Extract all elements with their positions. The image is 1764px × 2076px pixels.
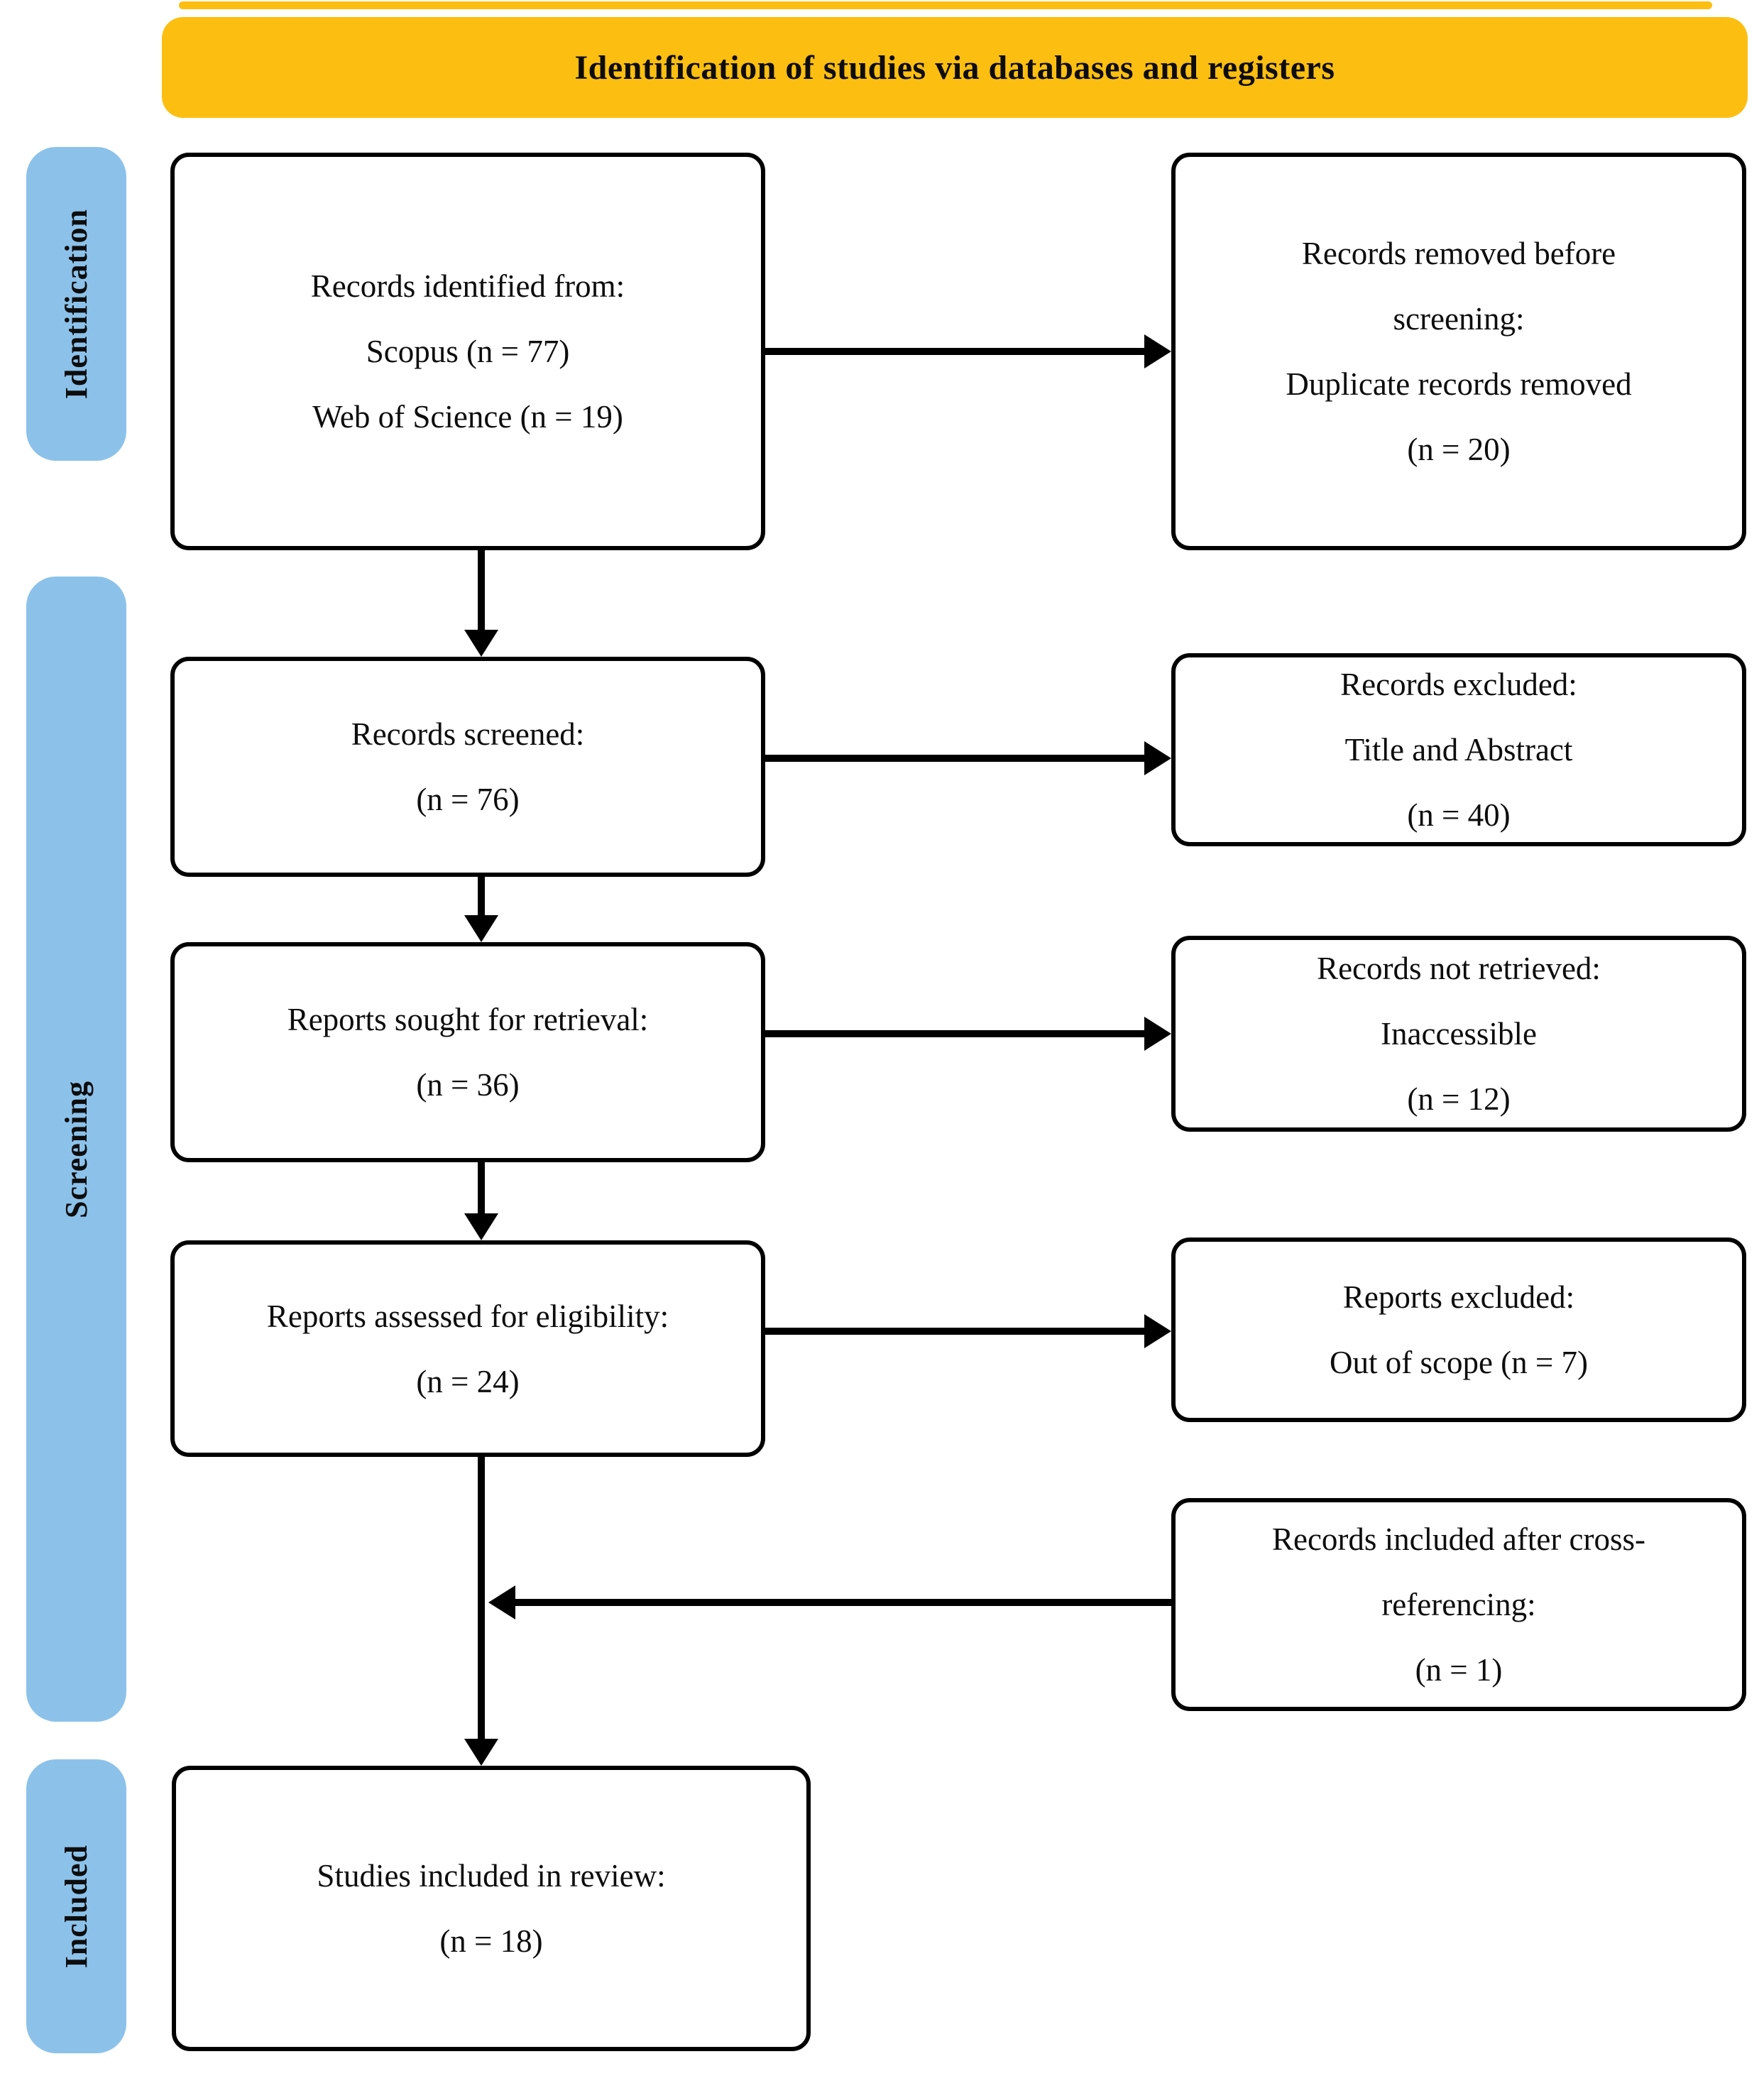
- arrow-left-icon: [488, 1585, 515, 1619]
- box-records-screened-line: (n = 76): [416, 782, 520, 817]
- arrow-right-icon: [1144, 1017, 1171, 1051]
- box-records-excluded-line: Title and Abstract: [1344, 732, 1573, 767]
- box-records-removed-line: Records removed before: [1301, 236, 1616, 271]
- arrow-shaft: [765, 1030, 1146, 1037]
- arrow-down-icon: [464, 630, 498, 657]
- box-records-not-retrieved-line: Records not retrieved:: [1317, 951, 1601, 986]
- stage-screening: Screening: [26, 577, 126, 1722]
- box-records-identified-line: Web of Science (n = 19): [312, 399, 623, 435]
- box-records-not-retrieved-line: (n = 12): [1407, 1081, 1511, 1117]
- box-studies-included-line: (n = 18): [439, 1923, 543, 1959]
- banner-top-strip: [179, 1, 1712, 9]
- box-studies-included-line: Studies included in review:: [317, 1858, 666, 1894]
- box-reports-sought-line: (n = 36): [416, 1067, 520, 1103]
- arrow-right-icon: [1144, 1314, 1171, 1348]
- arrow-shaft: [478, 877, 485, 917]
- arrow-shaft: [514, 1599, 1171, 1606]
- box-records-excluded-line: Records excluded:: [1340, 667, 1577, 702]
- box-records-not-retrieved: Records not retrieved: Inaccessible (n =…: [1171, 936, 1746, 1132]
- arrow-down-icon: [464, 1213, 498, 1240]
- box-reports-excluded: Reports excluded: Out of scope (n = 7): [1171, 1238, 1746, 1422]
- box-records-identified-line: Records identified from:: [310, 268, 625, 304]
- box-reports-sought: Reports sought for retrieval: (n = 36): [170, 942, 765, 1162]
- box-records-excluded-line: (n = 40): [1407, 797, 1511, 833]
- box-reports-excluded-line: Out of scope (n = 7): [1329, 1345, 1589, 1380]
- box-cross-referencing-line: referencing:: [1381, 1587, 1536, 1622]
- stage-included-label: Included: [59, 1844, 94, 1969]
- arrow-shaft: [765, 1328, 1146, 1335]
- stage-identification: Identification: [26, 147, 126, 461]
- box-cross-referencing-line: (n = 1): [1415, 1652, 1503, 1688]
- arrow-right-icon: [1144, 741, 1171, 775]
- box-cross-referencing: Records included after cross- referencin…: [1171, 1498, 1746, 1711]
- box-reports-assessed: Reports assessed for eligibility: (n = 2…: [170, 1240, 765, 1457]
- banner: Identification of studies via databases …: [162, 17, 1748, 118]
- box-records-screened: Records screened: (n = 76): [170, 657, 765, 877]
- box-records-not-retrieved-line: Inaccessible: [1381, 1016, 1537, 1051]
- arrow-shaft: [765, 348, 1146, 355]
- box-records-excluded: Records excluded: Title and Abstract (n …: [1171, 653, 1746, 846]
- arrow-down-icon: [464, 915, 498, 942]
- arrow-shaft: [478, 1162, 485, 1215]
- arrow-shaft: [478, 1457, 485, 1740]
- arrow-right-icon: [1144, 334, 1171, 368]
- box-reports-sought-line: Reports sought for retrieval:: [287, 1002, 649, 1037]
- box-cross-referencing-line: Records included after cross-: [1271, 1522, 1646, 1557]
- box-records-identified-line: Scopus (n = 77): [366, 334, 570, 369]
- box-records-removed-line: (n = 20): [1407, 432, 1511, 467]
- arrow-shaft: [478, 550, 485, 631]
- box-reports-assessed-line: (n = 24): [416, 1363, 520, 1399]
- stage-screening-label: Screening: [59, 1080, 94, 1218]
- box-reports-assessed-line: Reports assessed for eligibility:: [266, 1298, 669, 1334]
- stage-included: Included: [26, 1759, 126, 2053]
- arrow-shaft: [765, 755, 1146, 762]
- box-records-removed-line: screening:: [1393, 301, 1525, 337]
- box-reports-excluded-line: Reports excluded:: [1342, 1279, 1575, 1315]
- stage-identification-label: Identification: [59, 208, 94, 400]
- arrow-down-icon: [464, 1739, 498, 1766]
- box-records-removed-line: Duplicate records removed: [1286, 366, 1632, 402]
- box-studies-included: Studies included in review: (n = 18): [172, 1766, 811, 2051]
- box-records-removed: Records removed before screening: Duplic…: [1171, 153, 1746, 550]
- banner-title: Identification of studies via databases …: [574, 48, 1335, 87]
- box-records-identified: Records identified from: Scopus (n = 77)…: [170, 153, 765, 550]
- box-records-screened-line: Records screened:: [351, 716, 585, 752]
